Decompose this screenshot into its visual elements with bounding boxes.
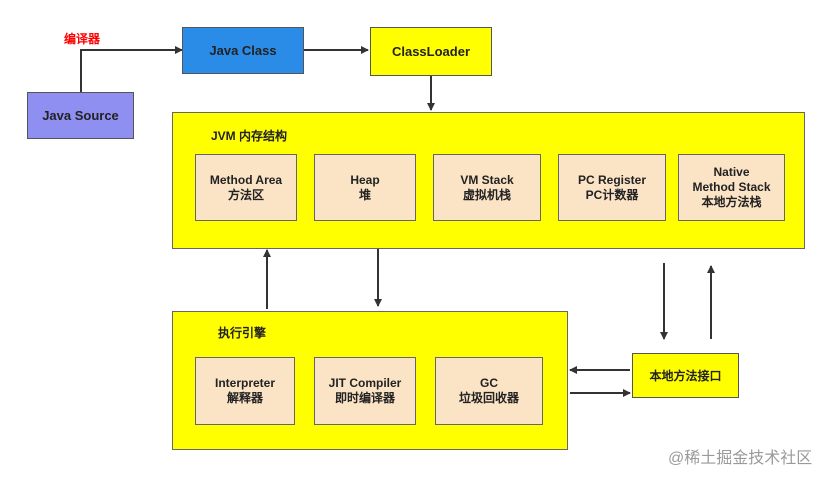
native-method-stack-label-2: Method Stack: [692, 180, 771, 194]
gc-label-cn: 垃圾回收器: [458, 391, 519, 405]
jvm-memory-title: JVM 内存结构: [211, 129, 288, 143]
interpreter-label: Interpreter: [214, 376, 276, 390]
jit-compiler-label: JIT Compiler: [328, 376, 402, 390]
native-method-stack-box: Native Method Stack 本地方法栈: [678, 154, 785, 221]
pc-register-box: PC Register PC计数器: [558, 154, 666, 221]
gc-label: GC: [480, 376, 498, 390]
heap-label: Heap: [350, 172, 380, 187]
vm-stack-label-cn: 虚拟机栈: [462, 187, 511, 202]
method-area-label: Method Area: [209, 172, 283, 187]
native-interface-box: 本地方法接口: [632, 353, 739, 398]
pc-register-label-cn: PC计数器: [585, 187, 639, 202]
heap-label-cn: 堆: [358, 187, 371, 202]
java-source-box: Java Source: [27, 92, 134, 139]
pc-register-label: PC Register: [577, 172, 647, 187]
interpreter-label-cn: 解释器: [226, 391, 263, 405]
native-method-stack-label-1: Native: [713, 165, 750, 179]
vm-stack-label: VM Stack: [460, 172, 514, 187]
jvm-memory-container: JVM 内存结构 Method Area 方法区 Heap 堆 VM Stack…: [172, 112, 805, 249]
java-class-box: Java Class: [182, 27, 304, 74]
watermark: @稀土掘金技术社区: [668, 450, 813, 467]
classloader-box: ClassLoader: [370, 27, 492, 76]
compiler-label: 编译器: [64, 32, 101, 46]
method-area-label-cn: 方法区: [227, 187, 264, 202]
heap-box: Heap 堆: [314, 154, 416, 221]
interpreter-box: Interpreter 解释器: [195, 357, 295, 425]
method-area-box: Method Area 方法区: [195, 154, 297, 221]
arrow-source-to-class: [80, 46, 183, 92]
jit-compiler-label-cn: 即时编译器: [334, 391, 395, 405]
jit-compiler-box: JIT Compiler 即时编译器: [314, 357, 416, 425]
execution-engine-container: 执行引擎 Interpreter 解释器 JIT Compiler 即时编译器 …: [172, 311, 568, 450]
execution-engine-title: 执行引擎: [218, 326, 267, 340]
gc-box: GC 垃圾回收器: [435, 357, 543, 425]
native-method-stack-label-cn: 本地方法栈: [701, 195, 762, 209]
vm-stack-box: VM Stack 虚拟机栈: [433, 154, 541, 221]
